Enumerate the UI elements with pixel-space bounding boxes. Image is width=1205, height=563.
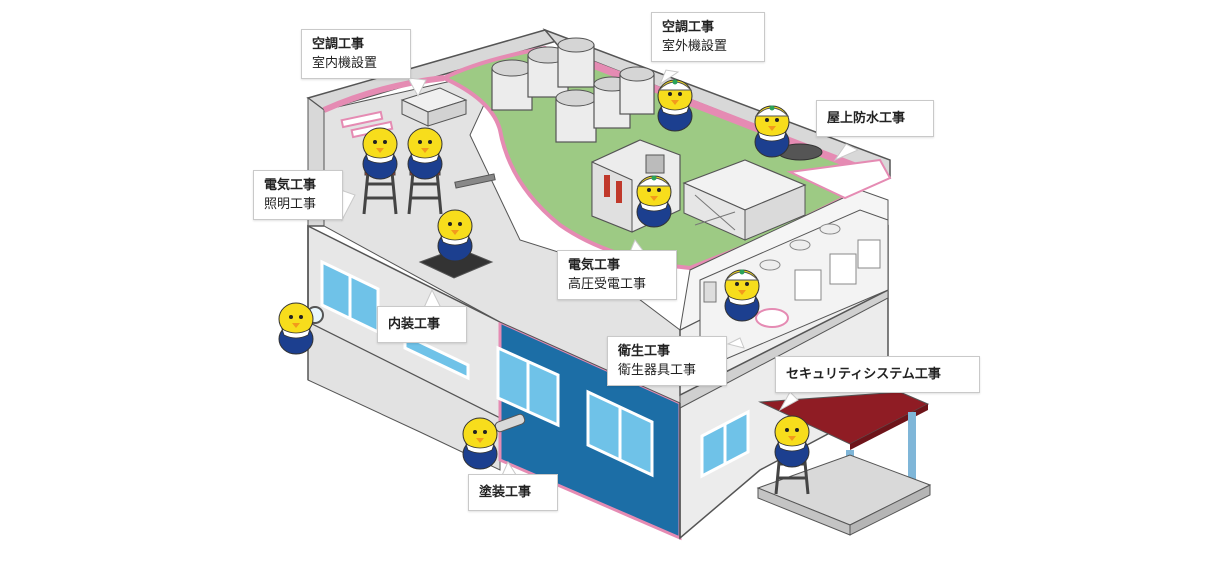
window-left-2	[403, 332, 470, 381]
roof-container	[682, 159, 807, 241]
light-fixture-1	[340, 110, 384, 129]
waterproof-area	[786, 158, 892, 200]
callout-hvac-indoor: 空調工事 室内機設置	[301, 29, 411, 79]
callout-sanitary: 衛生工事 衛生器具工事	[607, 336, 727, 386]
callout-painting-title: 塗装工事	[479, 485, 532, 500]
callout-roof-waterproofing: 屋上防水工事	[816, 100, 934, 137]
callout-sanitary-subtitle: 衛生器具工事	[618, 363, 697, 378]
callout-security: セキュリティシステム工事	[775, 356, 980, 393]
callout-electrical-high-voltage-title: 電気工事	[568, 258, 621, 273]
callout-interior: 内装工事	[377, 306, 467, 343]
indoor-ac-unit	[400, 87, 468, 127]
callout-interior-title: 内装工事	[388, 317, 441, 332]
callout-electrical-high-voltage-subtitle: 高圧受電工事	[568, 277, 647, 292]
security-canopy	[756, 391, 932, 536]
callout-hvac-indoor-subtitle: 室内機設置	[312, 56, 378, 71]
callout-electrical-lighting-subtitle: 照明工事	[264, 197, 317, 212]
callout-security-title: セキュリティシステム工事	[786, 367, 941, 382]
callout-electrical-lighting-title: 電気工事	[264, 178, 317, 193]
outdoor-unit-group	[491, 37, 655, 143]
callout-hvac-outdoor-subtitle: 室外機設置	[662, 39, 728, 54]
callout-hvac-outdoor-title: 空調工事	[662, 20, 715, 35]
light-fixture-3	[454, 173, 496, 189]
callout-painting: 塗装工事	[468, 474, 558, 511]
toilet-area	[699, 209, 889, 371]
callout-hvac-indoor-title: 空調工事	[312, 37, 365, 52]
callout-sanitary-title: 衛生工事	[618, 344, 671, 359]
callout-electrical-lighting: 電気工事 照明工事	[253, 170, 343, 220]
callout-hvac-outdoor: 空調工事 室外機設置	[651, 12, 765, 62]
callout-electrical-high-voltage: 電気工事 高圧受電工事	[557, 250, 677, 300]
callout-roof-waterproofing-title: 屋上防水工事	[827, 111, 906, 126]
